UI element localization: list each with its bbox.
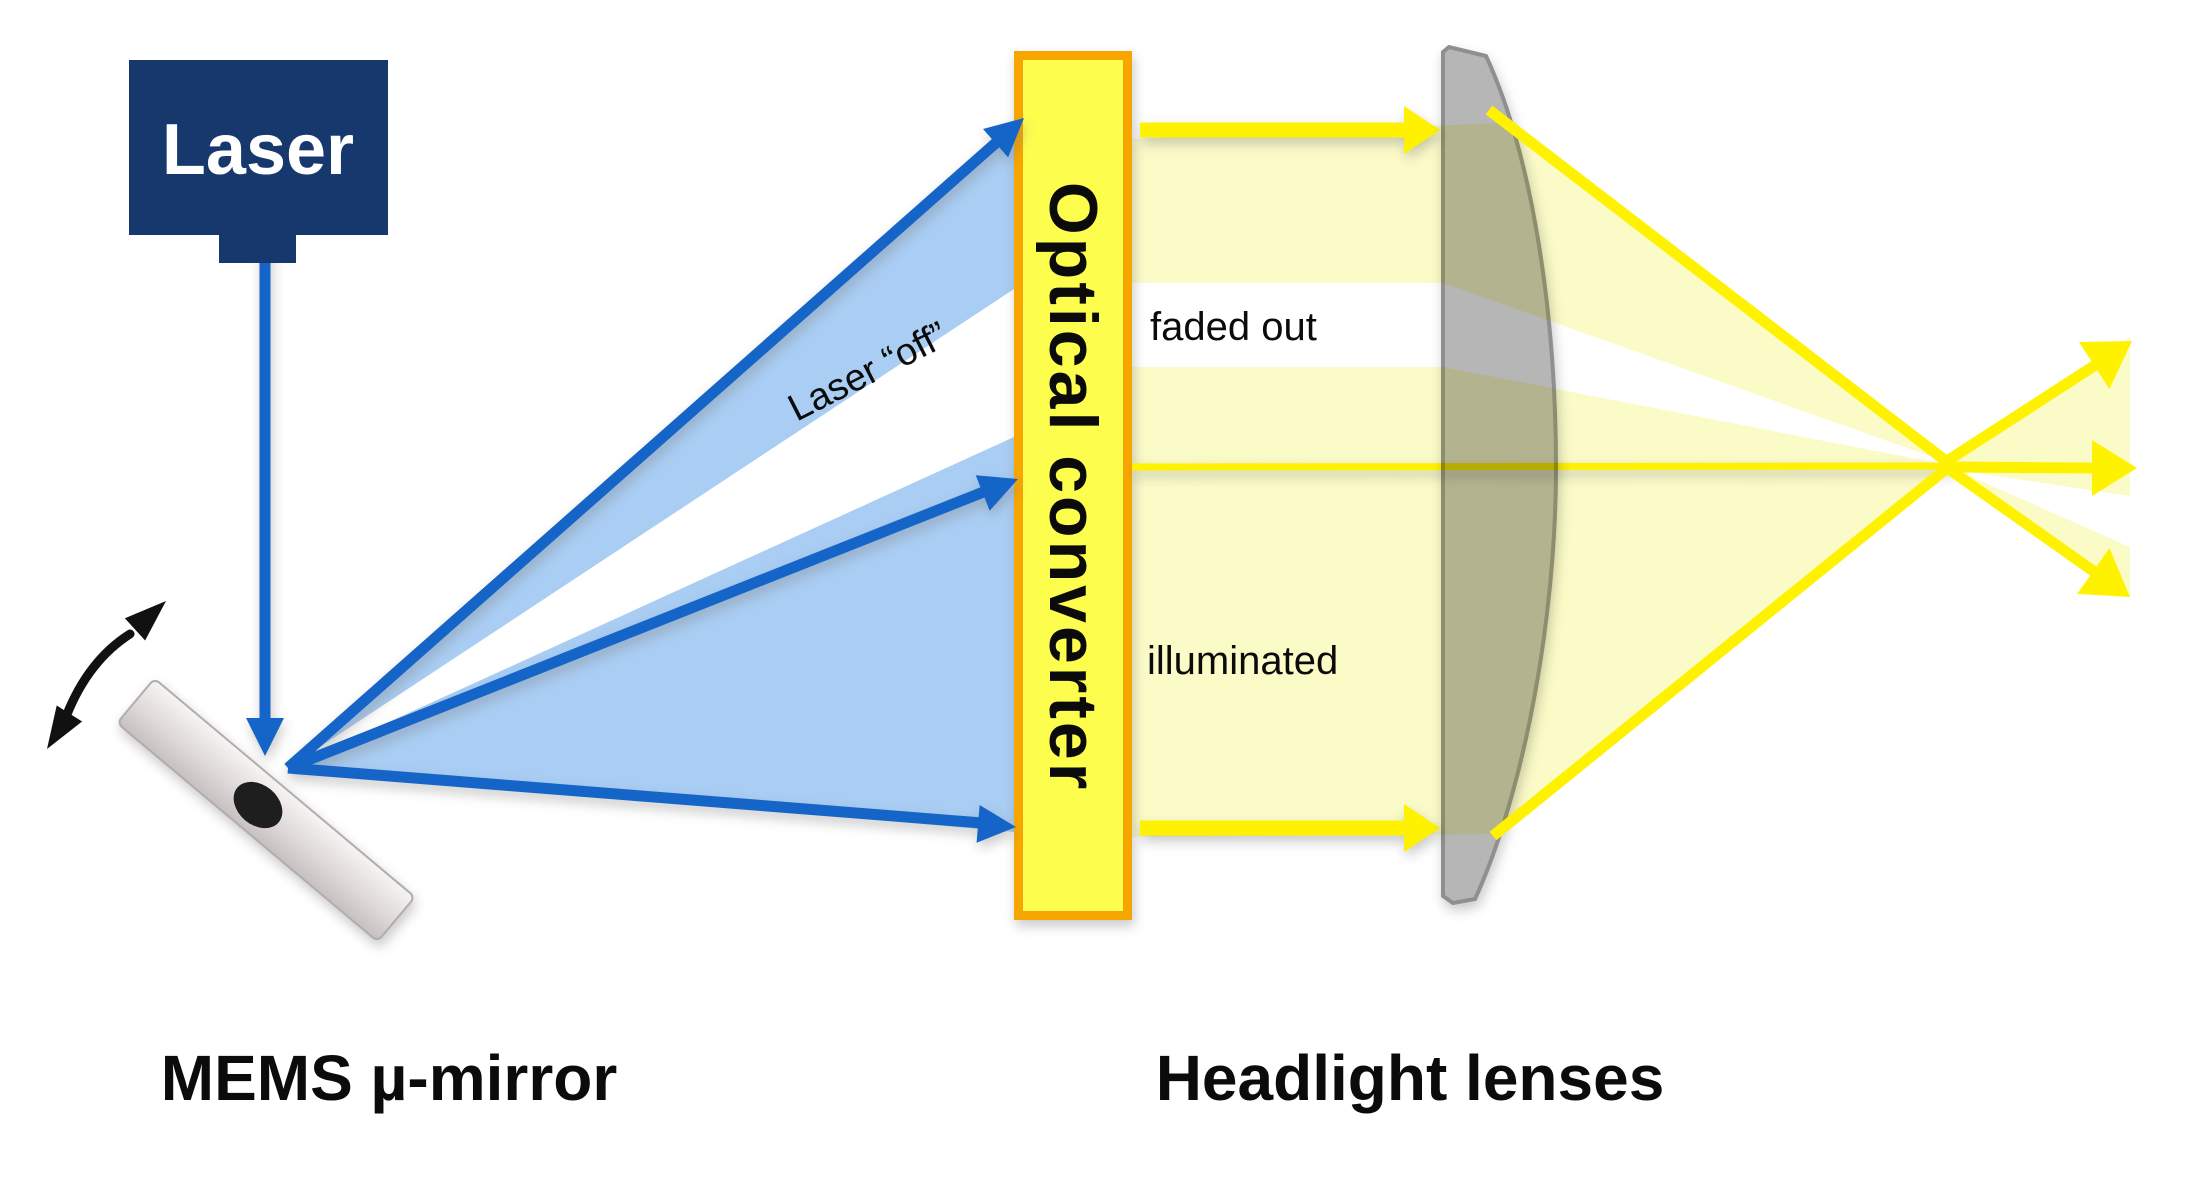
diverging-ray-down	[1942, 462, 2100, 578]
laser-box	[129, 60, 388, 235]
scan-beam-top	[284, 136, 1002, 773]
bottom-yellow-ray-arrowhead	[1404, 804, 1440, 852]
laser-fan-lower-wedge	[288, 437, 1014, 832]
diverging-ray-up-arrowhead	[2079, 341, 2132, 389]
yellow-arrows-post-lens	[1485, 105, 2137, 841]
illuminated-label: illuminated	[1147, 639, 1338, 683]
diverging-ray-down-arrowhead	[2077, 548, 2130, 597]
faded-out-gap-after-focus	[1956, 470, 2130, 547]
axis-arrow-shaft	[1947, 461, 2096, 474]
scan-beam-bottom	[287, 762, 983, 829]
headlight-lenses-label: Headlight lenses	[1156, 1042, 1665, 1114]
mirror-pivot-dot	[233, 781, 283, 829]
faded-out-label: faded out	[1150, 305, 1317, 349]
optical-converter	[1014, 51, 1132, 920]
converging-ray-top	[1485, 105, 1950, 466]
tilt-arrowhead-down	[47, 705, 83, 749]
diverging-ray-up	[1941, 359, 2100, 468]
laser-source: Laser	[129, 60, 388, 263]
blue-laser-beams	[246, 118, 1024, 843]
mirror-tilt-arrow	[47, 601, 166, 749]
scan-beam-top-arrowhead	[983, 118, 1024, 158]
converging-ray-bottom	[1489, 464, 1950, 841]
scan-beam-bottom-arrowhead	[976, 805, 1016, 843]
top-yellow-ray-arrowhead	[1404, 106, 1440, 154]
laser-label: Laser	[162, 110, 354, 190]
mems-mirror	[118, 679, 414, 941]
laser-down-beam-arrowhead	[246, 718, 284, 756]
scan-beam-middle-arrowhead	[975, 475, 1018, 511]
optical-converter-label: Optical converter	[1035, 182, 1111, 792]
yellow-arrows-pre-lens	[1131, 106, 1956, 852]
mems-mirror-label: MEMS µ-mirror	[161, 1042, 617, 1114]
tilt-arrowhead-up	[124, 601, 166, 641]
axis-arrowhead	[2092, 440, 2137, 496]
optical-converter-body	[1014, 51, 1132, 920]
tilt-arc	[59, 629, 135, 727]
scan-beam-middle	[285, 485, 989, 774]
laser-box-nozzle	[219, 235, 296, 263]
